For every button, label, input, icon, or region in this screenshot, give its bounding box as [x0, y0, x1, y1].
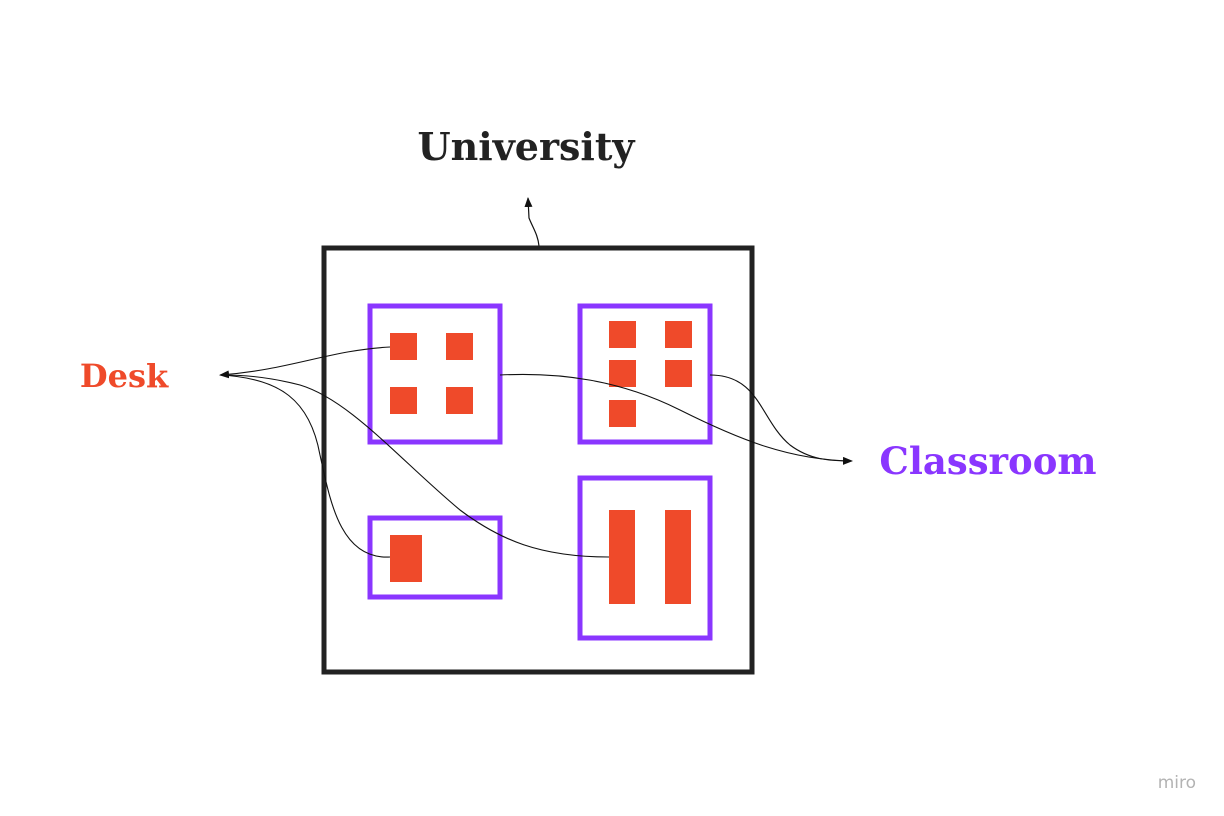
desk-connector [219, 346, 391, 379]
university-connector-arrow [524, 197, 540, 247]
university-box [321, 245, 755, 675]
classroom-box-top-left [367, 303, 503, 445]
desk [609, 510, 635, 604]
university-label: University [418, 124, 636, 169]
classroom-box-top-right [577, 303, 713, 445]
desk [609, 360, 636, 387]
desk [390, 333, 417, 360]
classroom-label: Classroom [879, 439, 1096, 483]
desk [665, 510, 691, 604]
desk-label: Desk [80, 357, 169, 395]
desk-connector [219, 374, 610, 558]
desk [665, 321, 692, 348]
classroom-box-bottom-right [577, 475, 713, 641]
desk-connector [219, 374, 391, 558]
desk [390, 387, 417, 414]
classroom-connector [709, 374, 853, 462]
desk [609, 321, 636, 348]
classroom-box-bottom-left [367, 515, 503, 600]
desk [665, 360, 692, 387]
miro-watermark: miro [1158, 773, 1196, 793]
desk [446, 333, 473, 360]
desk [446, 387, 473, 414]
desk [390, 535, 422, 582]
classroom-connector [499, 373, 853, 465]
desk [609, 400, 636, 427]
